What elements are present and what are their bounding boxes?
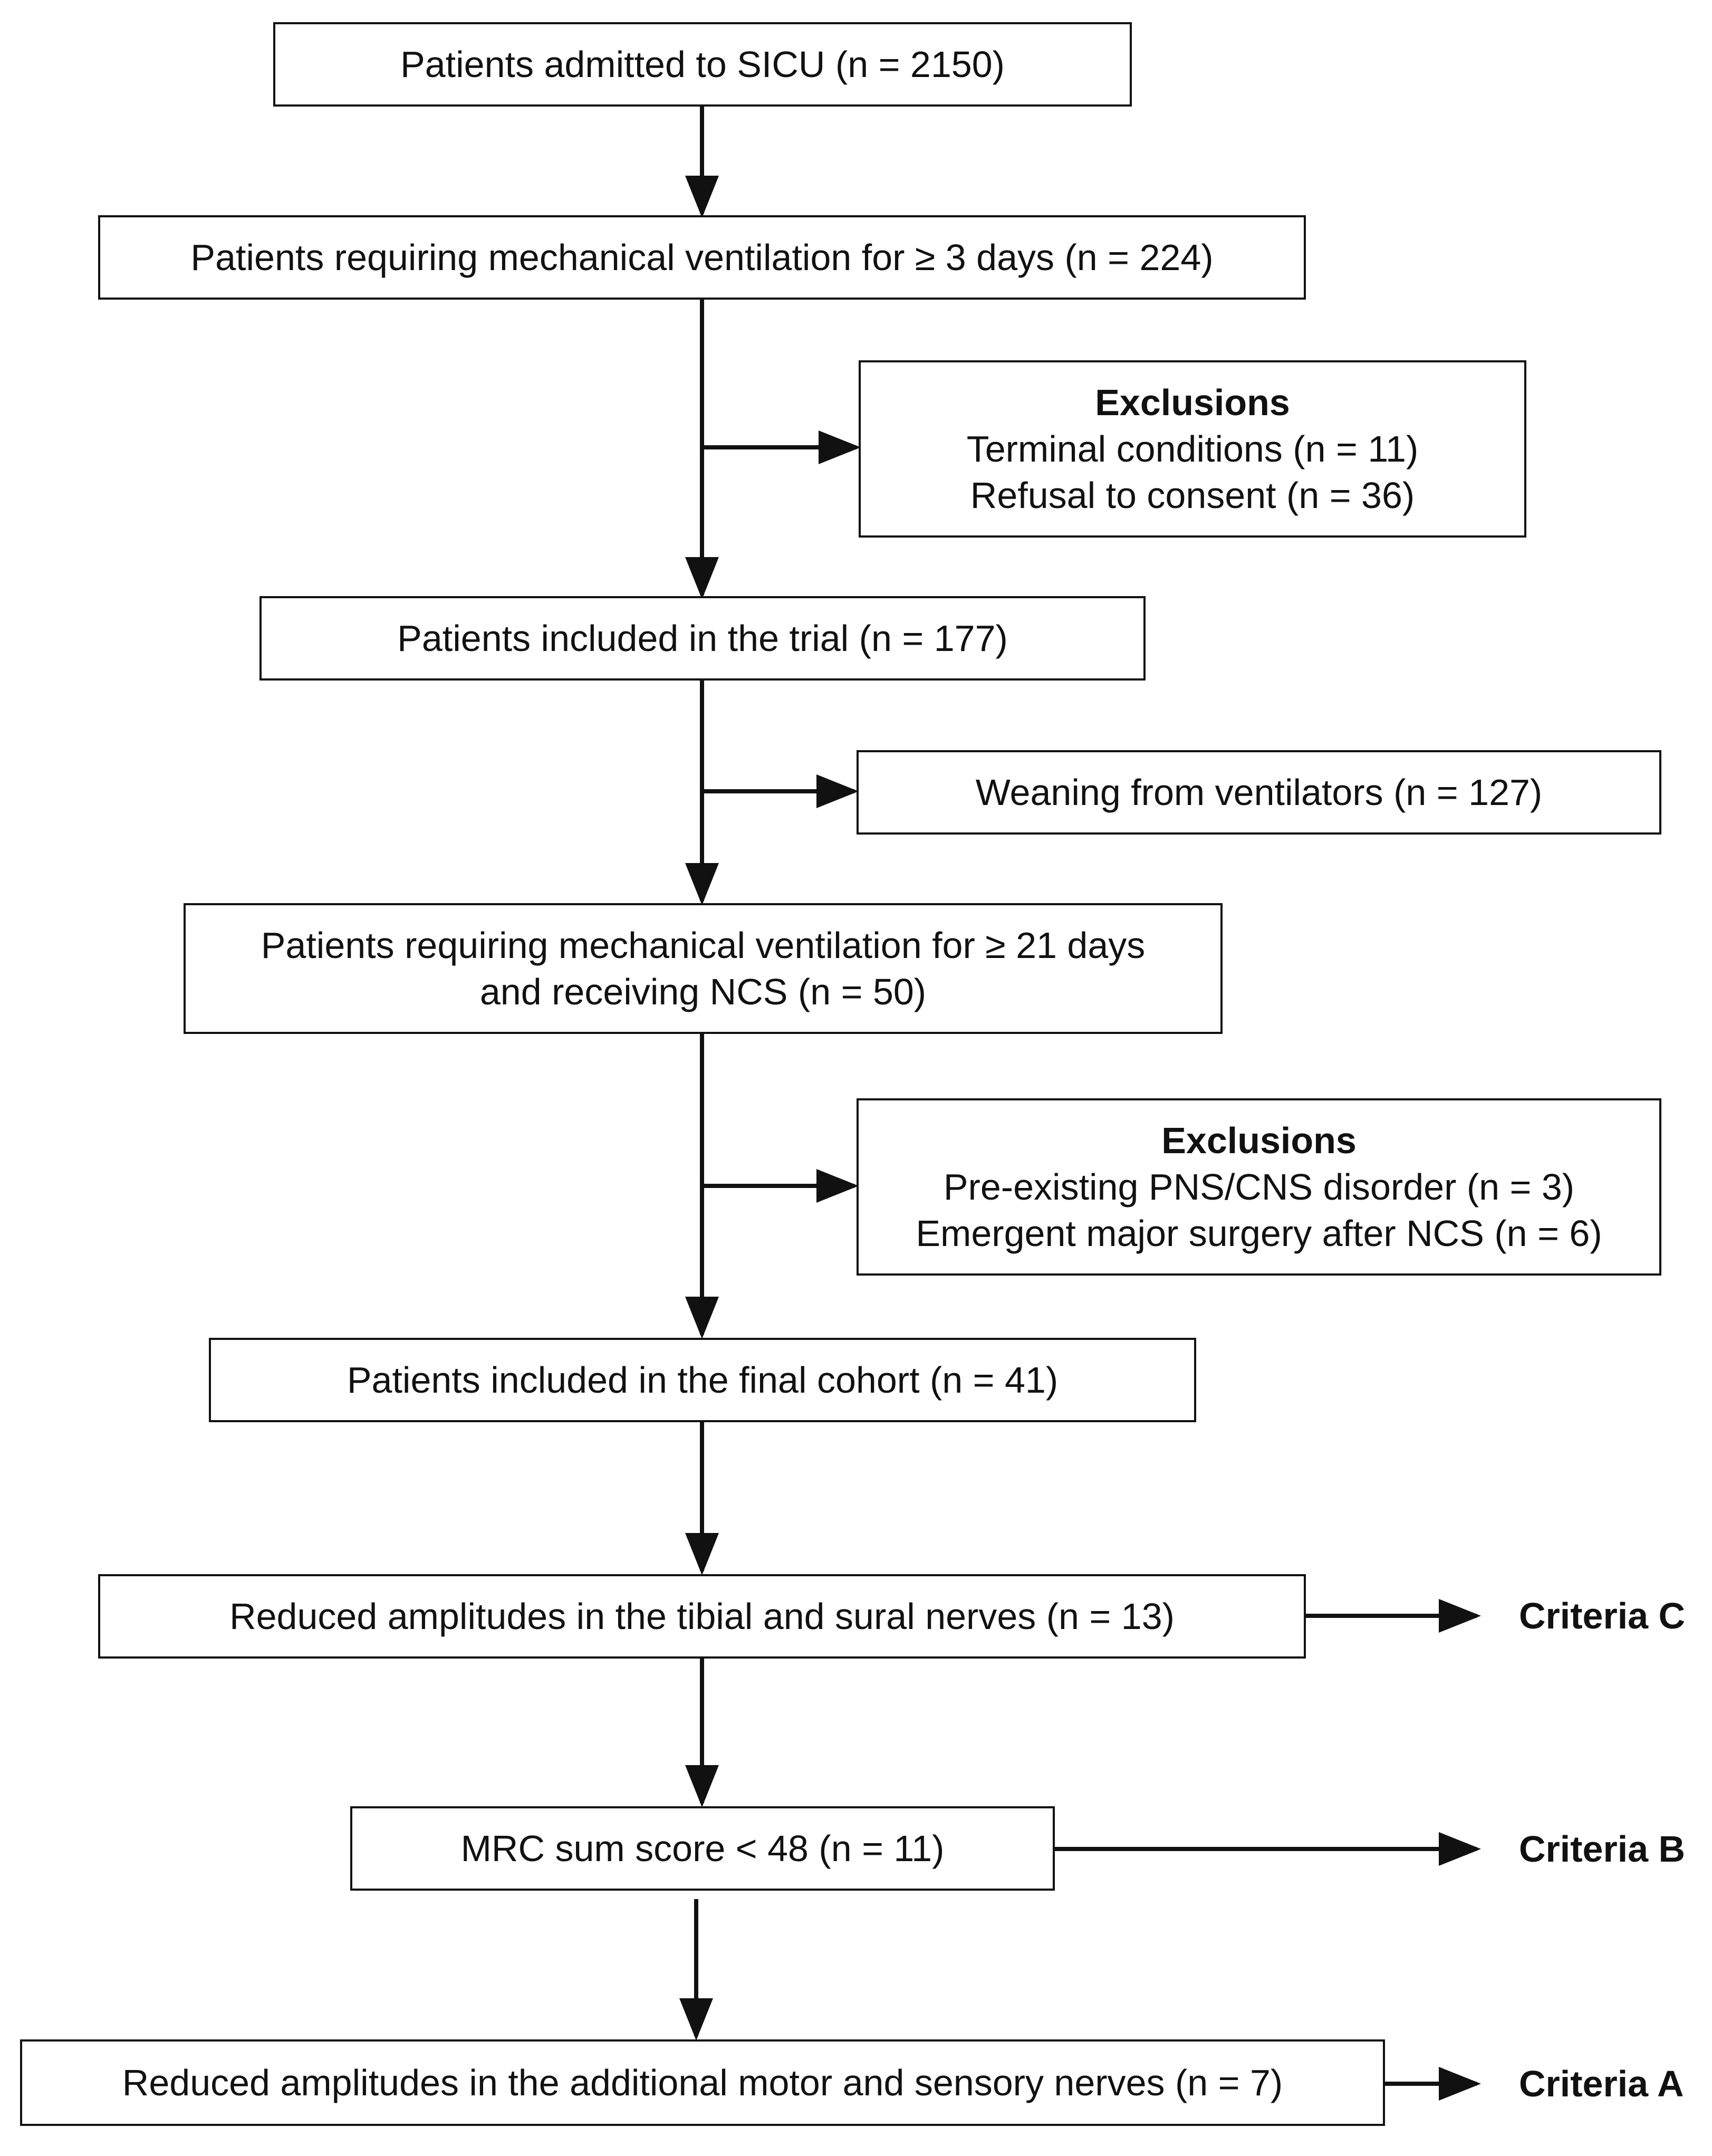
exclusions2-surgery: Emergent major surgery after NCS (n = 6) [916, 1213, 1602, 1254]
box-mrc-sum-score: MRC sum score < 48 (n = 11) [350, 1806, 1055, 1891]
box-tibial-sural: Reduced amplitudes in the tibial and sur… [98, 1574, 1306, 1659]
box-additional-label: Reduced amplitudes in the additional mot… [122, 2062, 1283, 2103]
box-final-label: Patients included in the final cohort (n… [347, 1359, 1059, 1401]
exclusions1-terminal: Terminal conditions (n = 11) [966, 428, 1419, 469]
box-mrc-label: MRC sum score < 48 (n = 11) [460, 1828, 945, 1869]
box-mechanical-ventilation-3-days: Patients requiring mechanical ventilatio… [98, 215, 1306, 300]
box-additional-nerves: Reduced amplitudes in the additional mot… [20, 2039, 1385, 2126]
exclusions2-preexisting: Pre-existing PNS/CNS disorder (n = 3) [943, 1166, 1575, 1208]
criteria-b-label: Criteria B [1519, 1828, 1686, 1870]
exclusions1-heading: Exclusions [1095, 382, 1290, 423]
box-exclusions-1: Exclusions Terminal conditions (n = 11) … [859, 360, 1526, 538]
exclusions2-heading: Exclusions [1161, 1120, 1357, 1161]
criteria-a-label: Criteria A [1519, 2063, 1684, 2104]
mv21-line2: and receiving NCS (n = 50) [479, 971, 927, 1012]
exclusions1-refusal: Refusal to consent (n = 36) [970, 475, 1415, 516]
box-admitted: Patients admitted to SICU (n = 2150) [273, 22, 1132, 107]
box-included-trial: Patients included in the trial (n = 177) [259, 596, 1146, 681]
box-exclusions-2: Exclusions Pre-existing PNS/CNS disorder… [857, 1098, 1661, 1276]
box-admitted-label: Patients admitted to SICU (n = 2150) [400, 44, 1005, 85]
box-weaning-label: Weaning from ventilators (n = 127) [975, 772, 1543, 813]
criteria-c-label: Criteria C [1519, 1595, 1686, 1636]
mv21-line1: Patients requiring mechanical ventilatio… [261, 925, 1146, 966]
box-mv3-label: Patients requiring mechanical ventilatio… [190, 237, 1214, 278]
box-tibial-label: Reduced amplitudes in the tibial and sur… [229, 1596, 1175, 1637]
box-final-cohort: Patients included in the final cohort (n… [209, 1338, 1196, 1422]
box-weaning: Weaning from ventilators (n = 127) [857, 750, 1661, 835]
box-trial-label: Patients included in the trial (n = 177) [397, 618, 1008, 659]
box-mechanical-ventilation-21-days: Patients requiring mechanical ventilatio… [184, 903, 1223, 1034]
